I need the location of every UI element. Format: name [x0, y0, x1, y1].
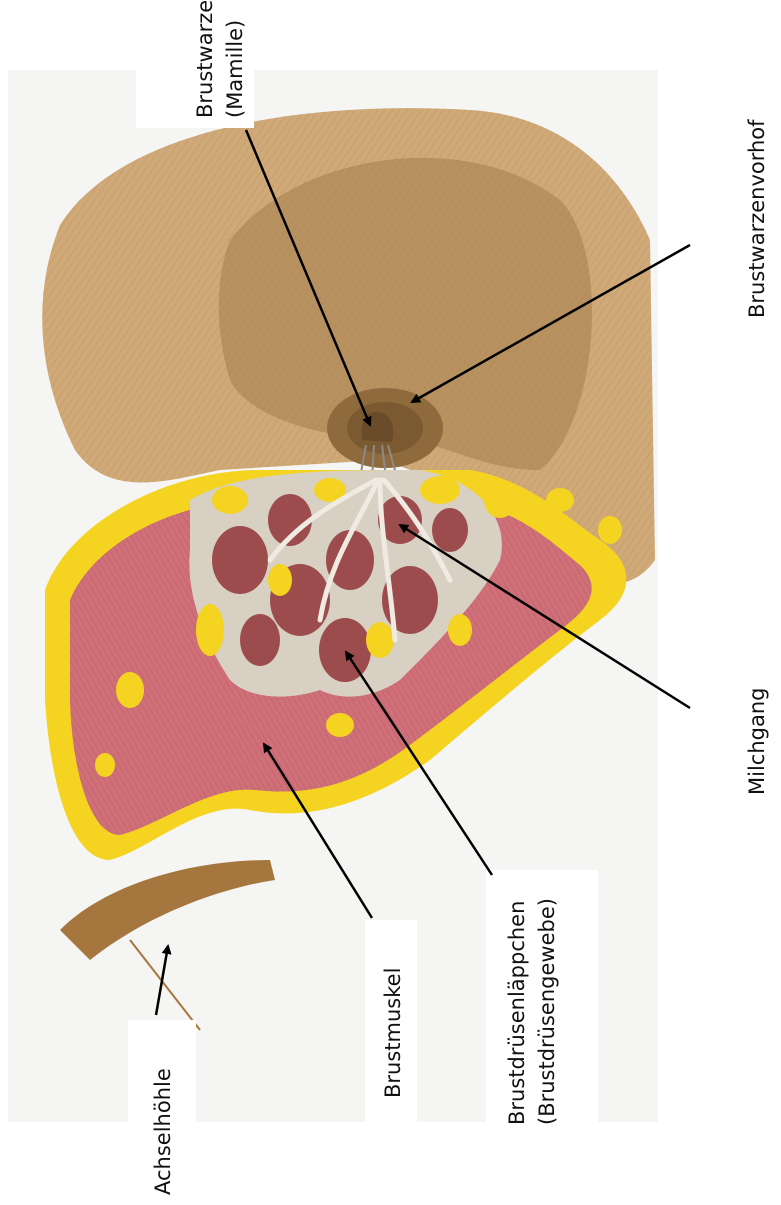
lobules-label-line2: (Brustdrüsengewebe): [535, 898, 559, 1125]
lobules-label-line1: Brustdrüsenläppchen: [505, 901, 529, 1125]
nipple-label-line2: (Mamille): [223, 20, 247, 118]
axilla-label: Achselhöhle: [151, 1068, 175, 1195]
muscle-label: Brustmuskel: [381, 968, 405, 1098]
areola-label: Brustwarzenvorhof: [745, 119, 769, 318]
nipple-label-line1: Brustwarze: [193, 0, 217, 118]
milk-duct-label: Milchgang: [745, 688, 769, 795]
